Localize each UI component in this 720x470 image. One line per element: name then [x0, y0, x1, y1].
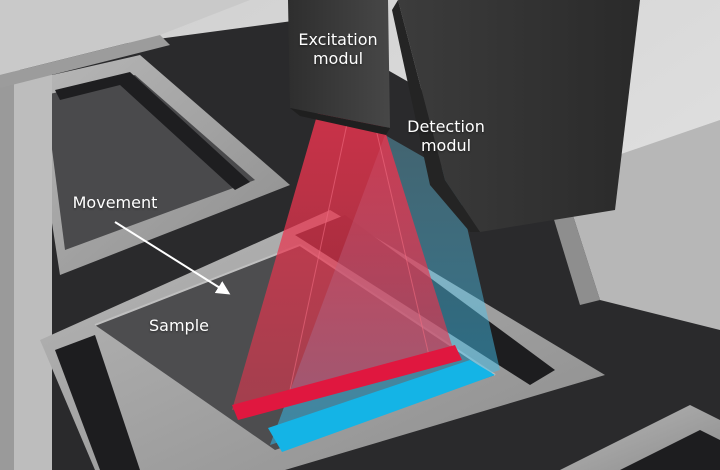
detection-module — [398, 0, 640, 232]
excitation-stripe — [232, 345, 462, 420]
detection-label-line1: Detection — [407, 117, 485, 136]
excitation-beam-edge-right — [371, 111, 431, 361]
sample-label: Sample — [149, 316, 209, 335]
detection-label-line2: modul — [420, 136, 472, 155]
excitation-light-cone — [232, 105, 455, 410]
excitation-label-line1: Excitation — [298, 30, 378, 49]
detection-module-label: Detection modul — [386, 117, 506, 155]
excitation-beam-edge — [289, 109, 351, 391]
overhead-bar — [0, 0, 250, 75]
excitation-module — [288, 0, 390, 128]
upper-frame-window — [45, 75, 255, 250]
upper-frame-slot — [55, 72, 250, 190]
excitation-module-bottom — [290, 108, 390, 135]
overhead-bar-edge — [0, 35, 170, 88]
detection-module-shade — [392, 0, 480, 232]
excitation-label-line2: modul — [312, 49, 364, 68]
excitation-module-label: Excitation modul — [278, 30, 398, 68]
movement-arrow — [114, 221, 231, 295]
left-post-shade — [0, 70, 14, 470]
detection-stripe — [268, 360, 495, 452]
movement-label: Movement — [72, 193, 158, 212]
frame-slot-left — [55, 335, 140, 470]
lower-frame-slot — [620, 430, 720, 470]
